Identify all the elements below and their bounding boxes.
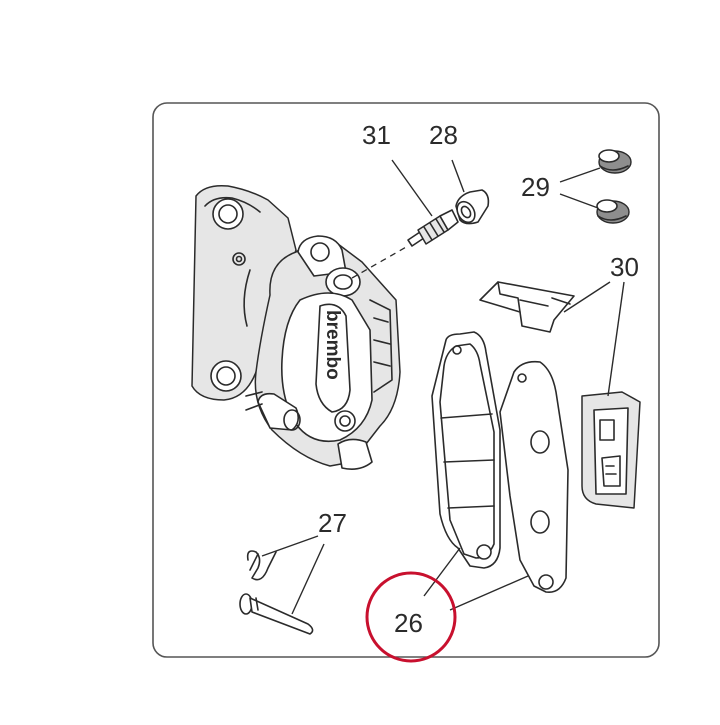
part-30-pad-spring bbox=[479, 281, 575, 333]
part-29-plug-top bbox=[598, 149, 632, 174]
leader-29a bbox=[559, 167, 601, 183]
bracket-bolt-hole-top bbox=[212, 198, 244, 230]
leader-27b bbox=[291, 543, 325, 615]
highlight-circle-26 bbox=[365, 571, 457, 663]
leader-26b bbox=[449, 575, 529, 611]
leader-29b bbox=[559, 193, 599, 209]
leader-27a bbox=[261, 535, 319, 557]
part-26-brake-pad-right bbox=[499, 360, 569, 594]
callout-30: 30 bbox=[610, 252, 639, 282]
callout-31: 31 bbox=[362, 120, 391, 150]
leader-28 bbox=[451, 159, 465, 193]
part-27-pad-pin bbox=[239, 593, 314, 635]
caliper-brand-logo: brembo bbox=[322, 310, 343, 380]
leader-30a bbox=[563, 281, 611, 313]
part-27-r-clip bbox=[246, 550, 277, 581]
callout-27: 27 bbox=[318, 508, 347, 538]
leader-31 bbox=[391, 159, 433, 217]
callout-29: 29 bbox=[521, 172, 550, 202]
leader-30b bbox=[607, 281, 625, 397]
part-30-anti-rattle-plate bbox=[581, 391, 641, 509]
brake-caliper: brembo bbox=[191, 184, 409, 470]
part-31-bleed-screw bbox=[407, 209, 459, 247]
leader-26a bbox=[423, 547, 461, 597]
callout-28: 28 bbox=[429, 120, 458, 150]
leader-lines bbox=[261, 159, 625, 615]
part-29-plug-bottom bbox=[596, 199, 630, 224]
bracket-bolt-hole-bottom bbox=[210, 360, 242, 392]
part-28-bleed-cap bbox=[455, 189, 490, 225]
part-26-brake-pad-left bbox=[431, 331, 501, 569]
callout-26: 26 bbox=[394, 608, 423, 638]
